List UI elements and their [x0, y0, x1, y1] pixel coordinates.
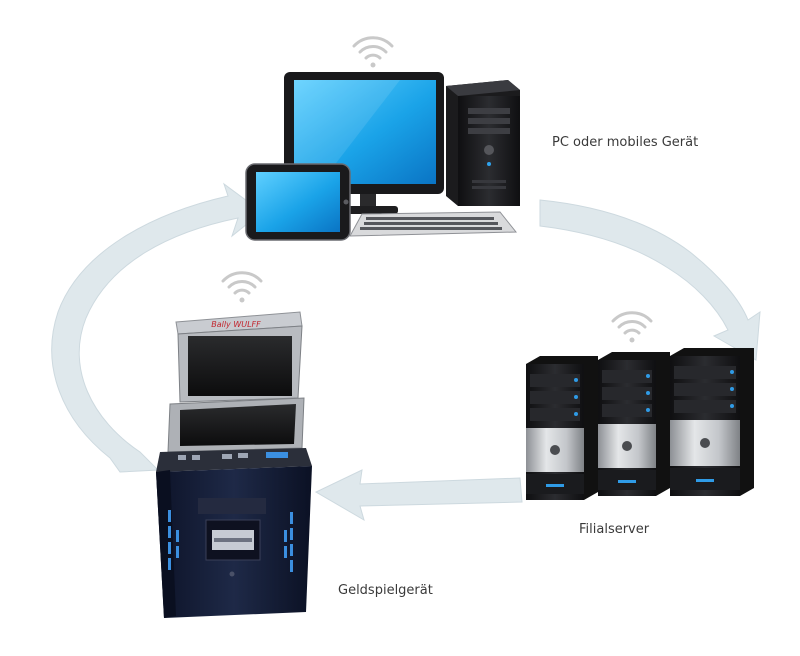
cycle-arrow-icon — [539, 199, 761, 361]
pc-tower-icon — [446, 80, 520, 206]
server-icon — [598, 352, 670, 496]
gaming-machine-icon: Bally WULFF — [156, 311, 312, 618]
pc-group — [245, 72, 520, 241]
tablet-icon — [245, 163, 351, 241]
server-group — [526, 348, 754, 500]
cycle-arrow-icon — [314, 469, 523, 522]
server-icon — [670, 348, 754, 496]
wifi-icon — [611, 311, 653, 343]
machine-brand: Bally WULFF — [211, 320, 261, 329]
cycle-arrow-icon — [51, 182, 263, 473]
keyboard-icon — [349, 211, 518, 237]
server-icon — [526, 356, 598, 500]
label-machine: Geldspielgerät — [338, 583, 433, 598]
label-server: Filialserver — [579, 522, 650, 537]
label-pc: PC oder mobiles Gerät — [552, 135, 698, 150]
cycle-arrows — [51, 182, 761, 522]
wifi-icon — [352, 36, 394, 68]
wifi-icon — [221, 271, 263, 303]
